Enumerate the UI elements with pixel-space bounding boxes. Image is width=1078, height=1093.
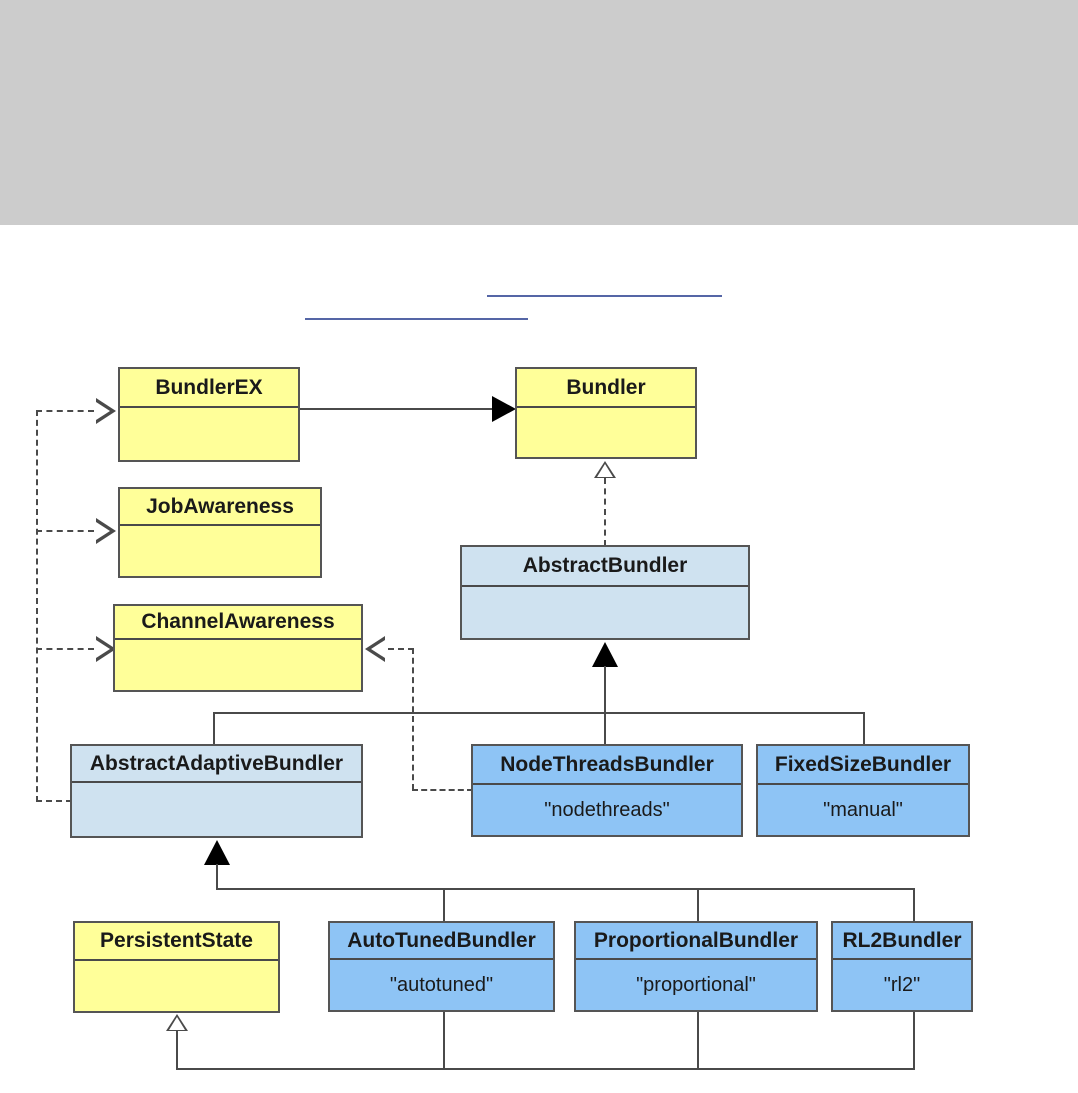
class-attribute-fixedsizebundler: "manual" bbox=[758, 785, 968, 835]
class-name-abstractadaptivebundler: AbstractAdaptiveBundler bbox=[72, 746, 361, 783]
class-box-rl2bundler[interactable]: RL2Bundler "rl2" bbox=[831, 921, 973, 1012]
class-attribute-abstractbundler bbox=[462, 587, 748, 638]
generalization-bar-upper bbox=[213, 712, 863, 714]
generalization-drop-autotuned bbox=[443, 888, 445, 921]
generalization-bar-lower bbox=[216, 888, 914, 890]
realization-line-abstractbundler-bundler bbox=[604, 478, 606, 546]
class-attribute-rl2bundler: "rl2" bbox=[833, 960, 971, 1010]
realization-line-nodethreads-seg1 bbox=[388, 648, 414, 650]
class-box-bundler[interactable]: Bundler bbox=[515, 367, 697, 459]
class-name-nodethreadsbundler: NodeThreadsBundler bbox=[473, 746, 741, 785]
class-box-persistentstate[interactable]: PersistentState bbox=[73, 921, 280, 1013]
class-attribute-nodethreadsbundler: "nodethreads" bbox=[473, 785, 741, 835]
realization-stem-persistentstate bbox=[176, 1031, 178, 1069]
class-name-bundler: Bundler bbox=[517, 369, 695, 408]
realization-line-bundlerex bbox=[36, 410, 94, 412]
filled-arrow-bundlerex-bundler bbox=[492, 396, 516, 422]
realization-spine-vertical bbox=[36, 410, 38, 802]
realization-riser-autotuned bbox=[443, 1012, 445, 1069]
class-attribute-bundlerex bbox=[120, 408, 298, 460]
hollow-triangle-abstractbundler-bundler bbox=[594, 461, 616, 478]
generalization-drop-nodethreads bbox=[604, 712, 606, 745]
top-banner bbox=[0, 0, 1078, 225]
class-box-bundlerex[interactable]: BundlerEX bbox=[118, 367, 300, 462]
hollow-triangle-nodethreads-channelawareness bbox=[365, 636, 385, 662]
class-name-proportionalbundler: ProportionalBundler bbox=[576, 923, 816, 960]
realization-riser-proportional bbox=[697, 1012, 699, 1069]
class-box-nodethreadsbundler[interactable]: NodeThreadsBundler "nodethreads" bbox=[471, 744, 743, 837]
class-box-proportionalbundler[interactable]: ProportionalBundler "proportional" bbox=[574, 921, 818, 1012]
realization-line-jobawareness bbox=[36, 530, 94, 532]
generalization-stem-abstractadaptive bbox=[216, 864, 218, 889]
class-box-autotunedbundler[interactable]: AutoTunedBundler "autotuned" bbox=[328, 921, 555, 1012]
hollow-triangle-jobawareness bbox=[96, 518, 116, 544]
caption-rule-lower bbox=[305, 318, 528, 320]
class-box-fixedsizebundler[interactable]: FixedSizeBundler "manual" bbox=[756, 744, 970, 837]
caption-rule-upper bbox=[487, 295, 722, 297]
generalization-drop-abstractadaptive bbox=[213, 712, 215, 745]
class-attribute-jobawareness bbox=[120, 526, 320, 576]
filled-arrow-to-abstractbundler bbox=[592, 642, 618, 667]
class-name-rl2bundler: RL2Bundler bbox=[833, 923, 971, 960]
class-name-jobawareness: JobAwareness bbox=[120, 489, 320, 526]
class-name-bundlerex: BundlerEX bbox=[120, 369, 298, 408]
class-box-channelawareness[interactable]: ChannelAwareness bbox=[113, 604, 363, 692]
hollow-triangle-persistentstate bbox=[166, 1014, 188, 1031]
class-attribute-autotunedbundler: "autotuned" bbox=[330, 960, 553, 1010]
class-attribute-persistentstate bbox=[75, 961, 278, 1011]
class-name-channelawareness: ChannelAwareness bbox=[115, 606, 361, 640]
class-box-jobawareness[interactable]: JobAwareness bbox=[118, 487, 322, 578]
class-box-abstractbundler[interactable]: AbstractBundler bbox=[460, 545, 750, 640]
generalization-stem-abstractbundler bbox=[604, 666, 606, 714]
class-box-abstractadaptivebundler[interactable]: AbstractAdaptiveBundler bbox=[70, 744, 363, 838]
realization-bar-bottom bbox=[176, 1068, 915, 1070]
dependency-line-bundlerex-bundler bbox=[300, 408, 494, 410]
generalization-drop-fixedsize bbox=[863, 712, 865, 745]
realization-riser-rl2 bbox=[913, 1012, 915, 1069]
generalization-drop-rl2 bbox=[913, 888, 915, 921]
realization-line-nodethreads-seg2 bbox=[412, 648, 414, 790]
class-name-autotunedbundler: AutoTunedBundler bbox=[330, 923, 553, 960]
class-attribute-channelawareness bbox=[115, 640, 361, 690]
hollow-triangle-bundlerex bbox=[96, 398, 116, 424]
class-name-abstractbundler: AbstractBundler bbox=[462, 547, 748, 587]
realization-spine-to-adaptive bbox=[36, 800, 72, 802]
class-attribute-proportionalbundler: "proportional" bbox=[576, 960, 816, 1010]
class-name-fixedsizebundler: FixedSizeBundler bbox=[758, 746, 968, 785]
filled-arrow-to-abstractadaptive bbox=[204, 840, 230, 865]
class-attribute-bundler bbox=[517, 408, 695, 457]
class-name-persistentstate: PersistentState bbox=[75, 923, 278, 961]
class-attribute-abstractadaptivebundler bbox=[72, 783, 361, 836]
realization-line-channelawareness bbox=[36, 648, 94, 650]
hollow-triangle-channelawareness bbox=[96, 636, 116, 662]
generalization-drop-proportional bbox=[697, 888, 699, 921]
realization-line-nodethreads-seg3 bbox=[412, 789, 473, 791]
